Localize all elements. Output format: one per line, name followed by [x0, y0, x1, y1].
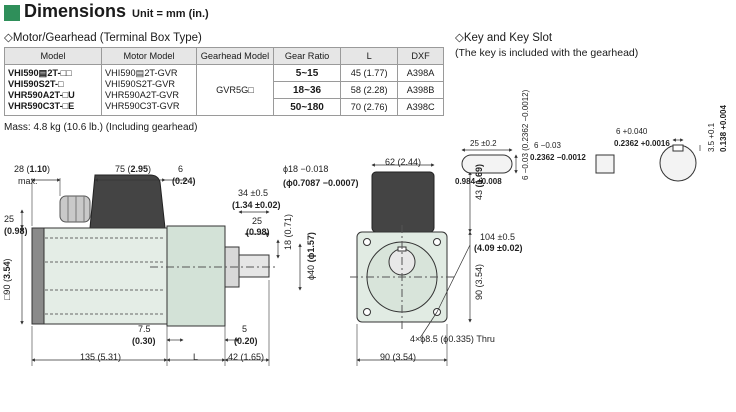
key-width: 6 −0.03 (0.2362 −0.0012) — [521, 89, 530, 180]
gearhead-body — [166, 225, 226, 327]
l-cell: 70 (2.76) — [340, 98, 399, 116]
dim-90-v: 90 (3.54) — [474, 263, 484, 300]
dim-6-in: (0.24) — [172, 176, 196, 186]
dim-l: L — [193, 352, 199, 362]
mount-hole — [363, 238, 371, 246]
key-length-in: 0.984 ±0.008 — [455, 177, 502, 186]
motor-model-name: VHI590▤2T-GVR — [105, 68, 178, 78]
dim-75: 75 (2.95) — [115, 164, 152, 174]
motor-front-view — [350, 163, 472, 366]
table-row: 50~180 70 (2.76) A398C — [5, 98, 444, 116]
output-shaft — [238, 254, 270, 278]
front-terminal-box — [371, 171, 435, 233]
dim-34-in: (1.34 ±0.02) — [232, 200, 281, 210]
mount-hole — [363, 308, 371, 316]
dim-6: 6 — [178, 164, 184, 174]
model-cell: VHI590▤2T-□□ VHI590S2T-□ VHR590A2T-□U VH… — [4, 64, 102, 116]
dim-90-h: 90 (3.54) — [380, 352, 417, 362]
dim-62: 62 (2.44) — [385, 157, 422, 167]
cable-gland — [59, 195, 91, 223]
dim-25-in: (0.98) — [4, 226, 28, 236]
key-length: 25 ±0.2 — [470, 139, 497, 148]
motor-model-name: VHR590A2T-GVR — [105, 90, 180, 100]
title-marker — [4, 5, 20, 21]
dim-104-in: (4.09 ±0.02) — [474, 243, 523, 253]
key-section-note: (The key is included with the gearhead) — [455, 47, 639, 59]
col-gear-ratio: Gear Ratio — [272, 47, 342, 65]
dim-5: 5 — [242, 324, 248, 334]
gearhead-model-cell: GVR5G□ — [196, 64, 274, 116]
col-model: Model — [4, 47, 102, 65]
dim-42: 42 (1.65) — [228, 352, 265, 362]
unit-note: Unit = mm (in.) — [132, 8, 209, 20]
model-name: VHR590A2T-□U — [8, 90, 75, 100]
key-side-shape — [461, 154, 513, 174]
col-dxf: DXF — [397, 47, 444, 65]
motor-model-name: VHI590S2T-GVR — [105, 79, 175, 89]
dim-34: 34 ±0.5 — [238, 188, 268, 198]
col-l: L — [340, 47, 399, 65]
slot-depth-in: 0.138 +0.004 — [719, 105, 728, 152]
key-section-title: ◇Key and Key Slot — [455, 32, 553, 44]
key-end-shape — [595, 154, 615, 174]
col-gearhead-model: Gearhead Model — [196, 47, 274, 65]
model-name: VHI590▤2T-□□ — [8, 68, 72, 78]
motor-model-cell: VHI590▤2T-GVR VHI590S2T-GVR VHR590A2T-GV… — [101, 64, 197, 116]
dim-max: max. — [18, 176, 38, 186]
dxf-link[interactable]: A398C — [397, 98, 444, 116]
mass-note: Mass: 4.8 kg (10.6 lb.) (Including gearh… — [4, 122, 198, 133]
mount-hole — [433, 238, 441, 246]
dim-25-shaft: 25 — [252, 216, 263, 226]
dim-25-shaft-in: (0.98) — [246, 227, 270, 237]
dim-phi18-in: (ϕ0.7087 −0.0007) — [283, 178, 359, 188]
slot-width: 6 +0.040 — [616, 127, 648, 136]
key-height-in: 0.2362 −0.0012 — [530, 153, 586, 162]
motor-side-view — [20, 174, 302, 366]
dim-7-5-in: (0.30) — [132, 336, 156, 346]
dim-5-in: (0.20) — [234, 336, 258, 346]
dim-104: 104 ±0.5 — [480, 232, 515, 242]
table-header-row: Model Motor Model Gearhead Model Gear Ra… — [4, 47, 444, 65]
dim-7-5: 7.5 — [138, 324, 151, 334]
motor-body — [31, 227, 168, 325]
dim-phi18: ϕ18 −0.018 — [283, 164, 329, 174]
dim-25: 25 — [4, 214, 15, 224]
slot-width-in: 0.2362 +0.0016 — [614, 139, 670, 148]
mount-holes-note: 4×ϕ8.5 (ϕ0.335) Thru — [410, 334, 495, 344]
motor-model-name: VHR590C3T-GVR — [105, 101, 180, 111]
key-height: 6 −0.03 — [534, 141, 561, 150]
model-name: VHR590C3T-□E — [8, 101, 75, 111]
spec-table: Model Motor Model Gearhead Model Gear Ra… — [4, 47, 444, 116]
dim-28: 28 (1.10) — [14, 164, 51, 174]
motor-section-title: ◇Motor/Gearhead (Terminal Box Type) — [4, 32, 202, 44]
dim-135: 135 (5.31) — [80, 352, 122, 362]
dim-phi40: ϕ40 (ϕ1.57) — [306, 232, 316, 280]
dim-18: 18 (0.71) — [283, 213, 293, 250]
model-name: VHI590S2T-□ — [8, 79, 64, 89]
dim-90: □90 (3.54) — [2, 258, 12, 300]
terminal-box — [89, 174, 166, 229]
key-drawings — [461, 138, 701, 182]
slot-depth: 3.5 +0.1 — [707, 122, 716, 152]
